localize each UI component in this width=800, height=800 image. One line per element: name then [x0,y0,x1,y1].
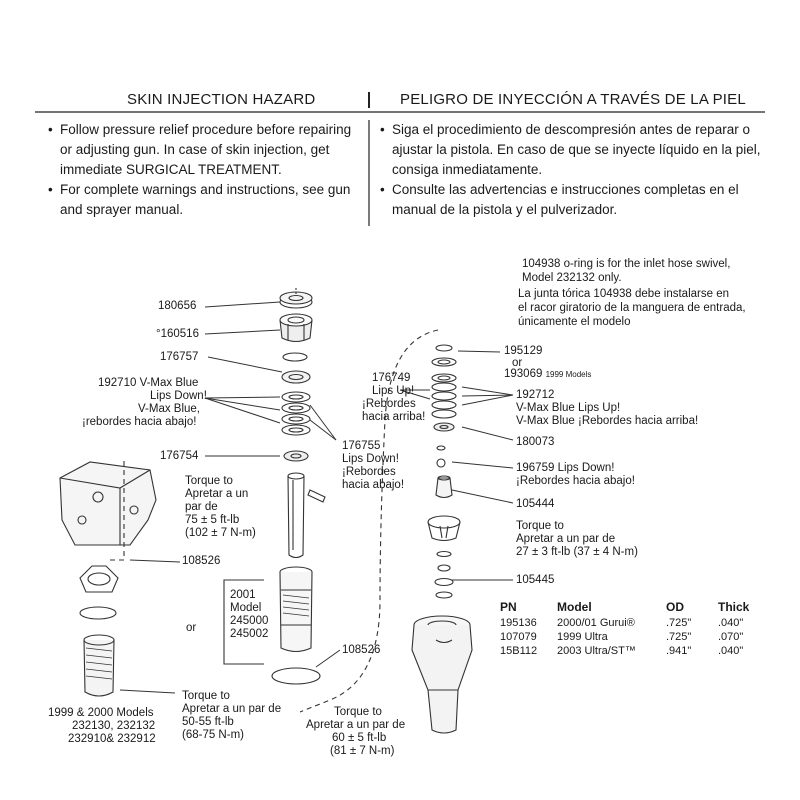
leader-lines [119,301,514,694]
label-or2: or [512,357,523,369]
left-stack-parts [59,291,326,697]
table-cell-pn: 107079 [500,631,537,643]
label-torque2-3: 50-55 ft-lb [182,716,234,728]
label-176749-2: Lips Up! [372,385,415,397]
label-torque2-4: (68-75 N-m) [182,729,244,741]
label-176749-4: hacia arriba! [362,411,426,423]
label-torque3-2: Apretar a un par de [306,719,406,731]
table-cell-pn: 195136 [500,617,537,629]
box-2001-3: 245000 [230,615,269,627]
label-torque1-5: (102 ± 7 N-m) [185,527,256,539]
label-176755-2: Lips Down! [342,453,399,465]
table-cell-od: .725" [666,617,692,629]
label-176755-4: hacia abajo! [342,479,405,491]
table-cell-pn: 15B112 [500,645,538,657]
label-192710-1: 192710 V-Max Blue [98,377,199,389]
bullet-en-2: •For complete warnings and instructions,… [48,182,351,217]
title-es: PELIGRO DE INYECCIÓN A TRAVÉS DE LA PIEL [400,91,746,108]
table-cell-model: 1999 Ultra [557,631,608,643]
label-180073: 180073 [516,436,555,448]
box-2001-4: 245002 [230,628,269,640]
label-196759-2: ¡Rebordes hacia abajo! [516,475,635,487]
title-en: SKIN INJECTION HAZARD [127,91,316,108]
note-es-1: La junta tórica 104938 debe instalarse e… [518,288,729,300]
label-176754: 176754 [160,450,199,462]
label-193069-note: 1999 Models [545,370,592,379]
label-176755-3: ¡Rebordes [342,466,396,478]
label-or: or [186,622,197,634]
note-es-2: el racor giratorio de la manguera de ent… [518,302,746,314]
label-torque1-4: 75 ± 5 ft-lb [185,514,240,526]
label-176757: 176757 [160,351,199,363]
label-108526-b: 108526 [342,644,381,656]
box-2001-1: 2001 [230,589,256,601]
models-1: 1999 & 2000 Models [48,707,154,719]
note-en-2: Model 232132 only. [522,272,622,284]
label-195129: 195129 [504,345,543,357]
note-es-3: únicamente el modelo [518,316,631,328]
label-192712-1: 192712 [516,389,555,401]
label-torque2-1: Torque to [182,690,230,702]
models-2: 232130, 232132 [72,720,156,732]
label-torque1-2: Apretar a un [185,488,249,500]
model-box-bracket [223,579,264,665]
label-105445: 105445 [516,574,555,586]
label-torque3-4: (81 ± 7 N-m) [330,745,395,757]
label-torque4-2: Apretar a un par de [516,533,616,545]
label-176755-1: 176755 [342,440,381,452]
box-2001-2: Model [230,602,262,614]
label-torque2-2: Apretar a un par de [182,703,282,715]
label-180656: 180656 [158,300,197,312]
label-torque1-3: par de [185,501,218,513]
right-stack-parts [411,344,473,734]
label-torque3-3: 60 ± 5 ft-lb [332,732,387,744]
label-176749-1: 176749 [372,372,411,384]
table-header-od: OD [666,600,684,614]
table-header-pn: PN [500,600,517,614]
label-192710-2: Lips Down! [150,390,207,402]
table-cell-od: .725" [666,631,692,643]
label-192712-2: V-Max Blue Lips Up! [516,402,621,414]
table-cell-model: 2000/01 Gurui® [557,617,635,629]
label-105444: 105444 [516,498,555,510]
table-cell-model: 2003 Ultra/ST™ [557,645,636,657]
table-cell-thick: .070" [718,631,744,643]
label-160516: °160516 [156,328,199,340]
bullet-es-1: •Siga el procedimiento de descompresión … [380,122,761,177]
label-193069: 193069 1999 Models [504,368,591,381]
label-torque3-1: Torque to [334,706,382,718]
label-torque4-3: 27 ± 3 ft-lb (37 ± 4 N-m) [516,546,638,558]
dashed-paths [110,329,439,713]
note-en-1: 104938 o-ring is for the inlet hose swiv… [522,258,731,270]
table-cell-thick: .040" [718,617,744,629]
label-193069-pn: 193069 [504,368,543,380]
table-header-thick: Thick [718,600,750,614]
label-176749-3: ¡Rebordes [362,398,416,410]
table-header-model: Model [557,600,592,614]
models-3: 232910& 232912 [68,733,156,745]
table-cell-od: .941" [666,645,692,657]
label-192712-3: V-Max Blue ¡Rebordes hacia arriba! [516,415,699,427]
label-torque4-1: Torque to [516,520,564,532]
label-192710-3: V-Max Blue, [138,403,200,415]
table-cell-thick: .040" [718,645,744,657]
label-196759-1: 196759 Lips Down! [516,462,615,474]
bullet-es-2: •Consulte las advertencias e instruccion… [380,182,739,217]
bullet-en-1: •Follow pressure relief procedure before… [48,122,352,177]
label-torque1-1: Torque to [185,475,233,487]
label-192710-4: ¡rebordes hacia abajo! [82,416,197,428]
label-108526-a: 108526 [182,555,221,567]
